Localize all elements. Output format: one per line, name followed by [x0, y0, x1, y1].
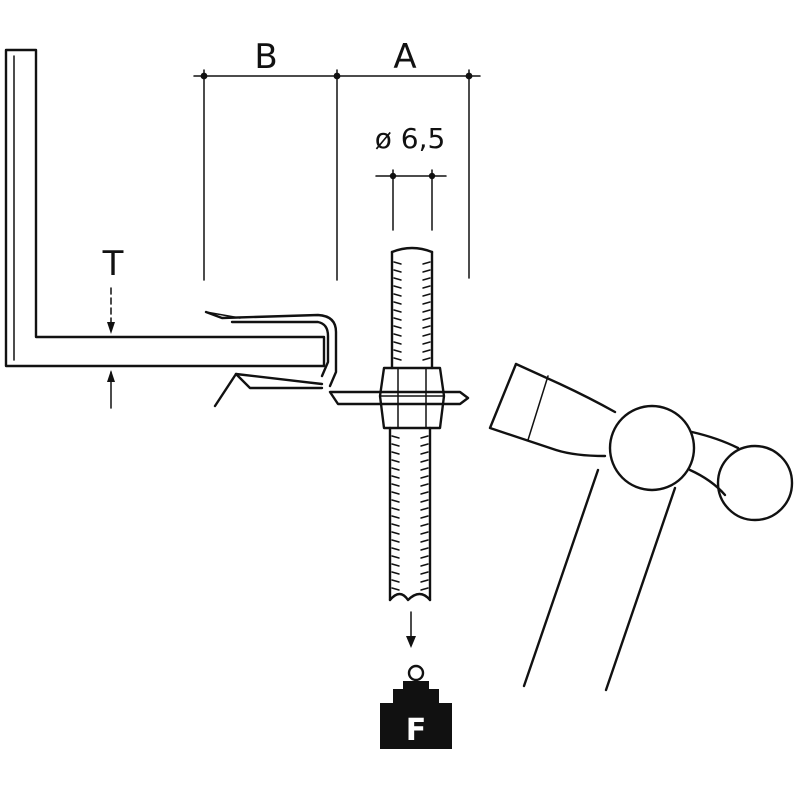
hex-nut: [378, 366, 446, 430]
weight-label: F: [406, 713, 427, 748]
dimension-a-label: A: [393, 37, 416, 77]
thread-marks-upper: [393, 261, 431, 361]
threaded-stud: [388, 246, 434, 602]
pull-arrow: [406, 611, 416, 648]
thickness-label: T: [102, 244, 124, 284]
hammer-icon: [488, 362, 794, 692]
dimension-b-label: B: [254, 37, 277, 77]
thickness-dimension: [107, 287, 115, 409]
weight-icon: [380, 664, 452, 749]
thread-marks-lower: [391, 435, 429, 591]
dimension-chain-top: [193, 69, 481, 281]
diameter-dimension: [375, 169, 447, 231]
diameter-label: ø 6,5: [375, 122, 446, 155]
panel-l-profile: [4, 48, 326, 368]
spring-clip: [204, 310, 470, 408]
